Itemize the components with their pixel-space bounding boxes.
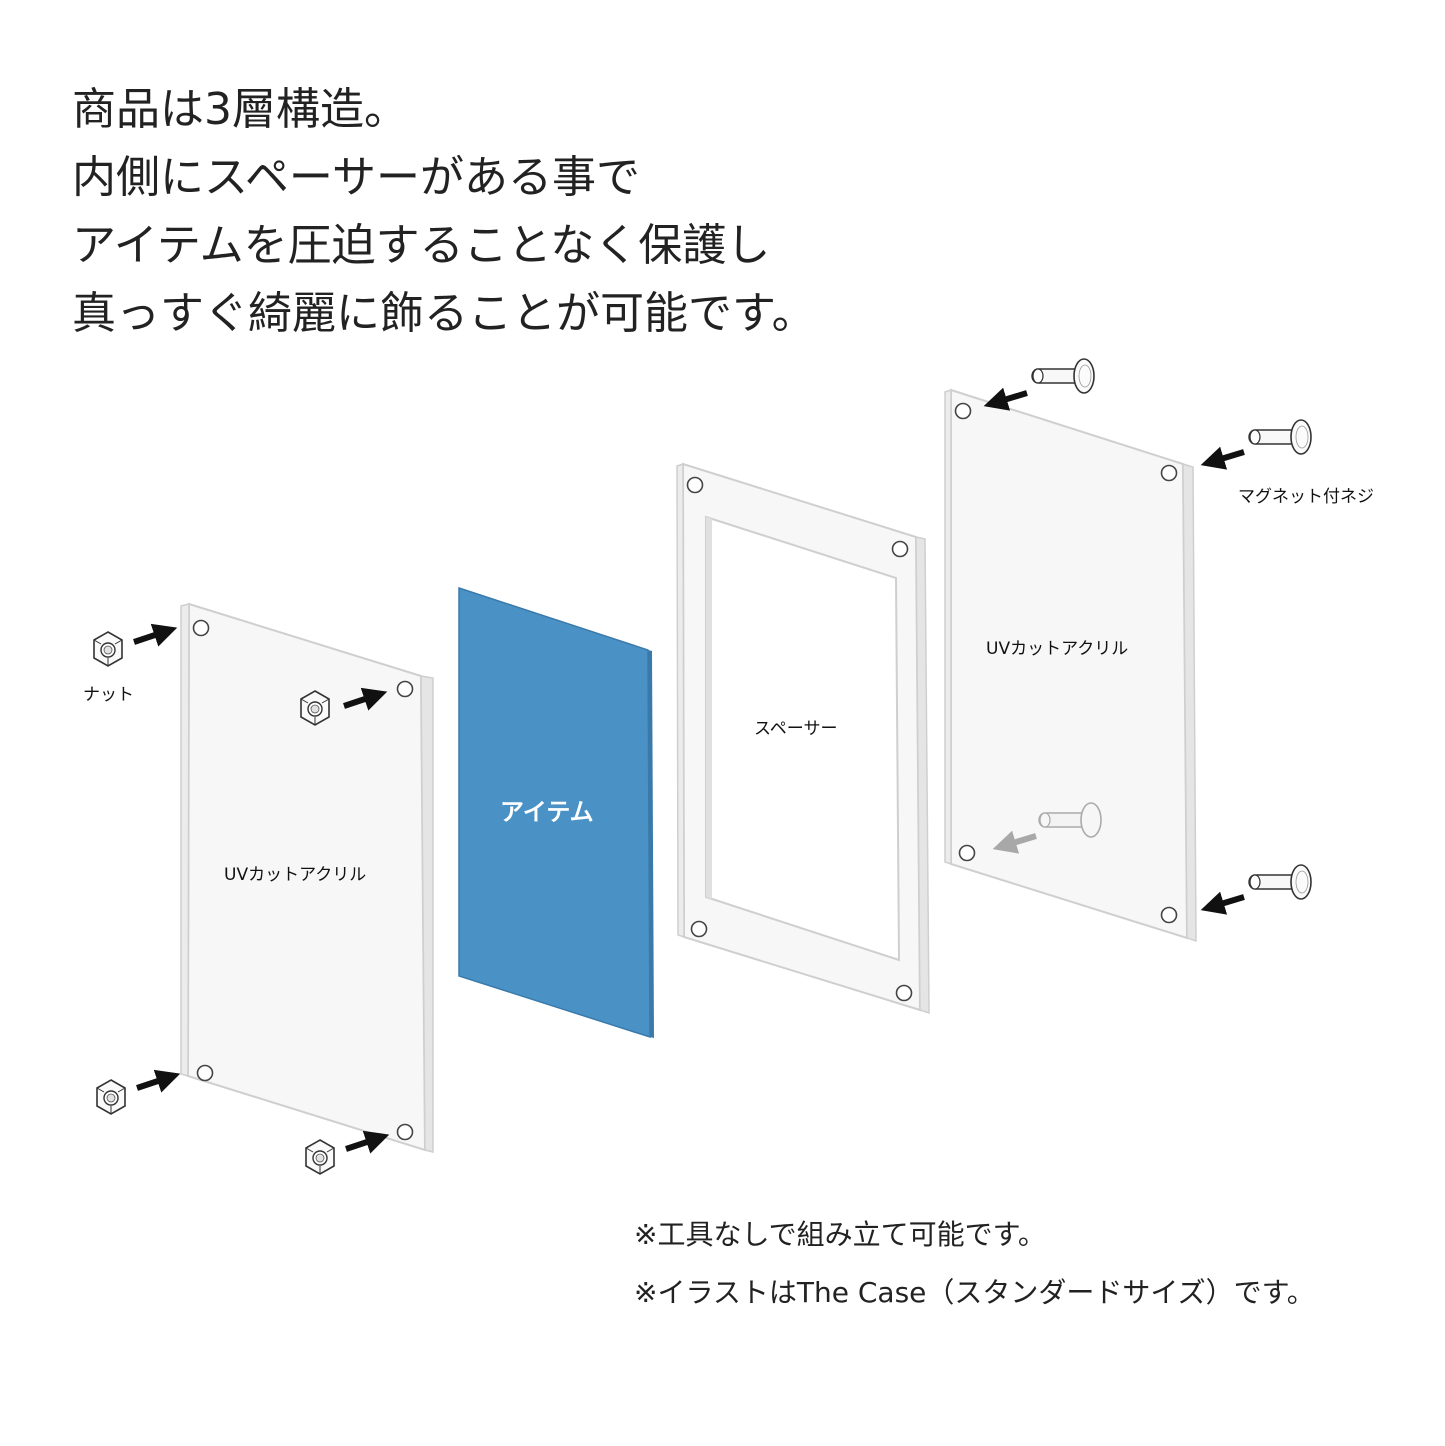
- headline-line-2: 内側にスペーサーがある事で: [72, 152, 641, 203]
- magnet-screw-assembly: [983, 358, 1312, 915]
- item-card: [458, 586, 654, 1039]
- screw-icon: [1248, 419, 1312, 455]
- front-acrylic-panel: [180, 602, 434, 1153]
- hole: [954, 402, 972, 420]
- nut-label: ナット: [83, 685, 134, 705]
- nut-icon: [96, 1079, 126, 1115]
- headline-line-1: 商品は3層構造。: [72, 84, 408, 135]
- hole: [1160, 464, 1178, 482]
- hole: [396, 680, 414, 698]
- arrow-icon: [983, 387, 1028, 411]
- screw-icon: [1248, 864, 1312, 900]
- headline-line-4: 真っすぐ綺麗に飾ることが可能です。: [72, 288, 816, 339]
- nut-icon: [305, 1139, 335, 1175]
- hole: [891, 540, 909, 558]
- item-label: アイテム: [500, 798, 594, 826]
- arrow-icon: [992, 830, 1037, 854]
- spacer-label: スペーサー: [754, 719, 838, 739]
- note-line-2: ※イラストはThe Case（スタンダードサイズ）です。: [634, 1276, 1315, 1309]
- arrow-icon: [133, 623, 178, 647]
- hole: [958, 844, 976, 862]
- arrow-icon: [136, 1069, 181, 1093]
- note-line-1: ※工具なしで組み立て可能です。: [634, 1218, 1046, 1251]
- hole: [895, 984, 913, 1002]
- hole: [396, 1123, 414, 1141]
- magnet-screw-label: マグネット付ネジ: [1238, 487, 1374, 507]
- spacer-frame: [676, 462, 930, 1015]
- back-acrylic-panel: [944, 388, 1197, 943]
- headline-line-3: アイテムを圧迫することなく保護し: [72, 220, 771, 271]
- nut-icon: [93, 631, 123, 667]
- hole: [1160, 906, 1178, 924]
- screw-icon: [1031, 358, 1095, 394]
- arrow-icon: [1200, 891, 1245, 915]
- arrow-icon: [1200, 446, 1245, 470]
- headline: 商品は3層構造。 内側にスペーサーがある事で アイテムを圧迫することなく保護し …: [72, 76, 816, 348]
- nut-assembly: [93, 623, 390, 1175]
- arrow-icon: [343, 687, 388, 711]
- hole: [192, 619, 210, 637]
- hole: [196, 1064, 214, 1082]
- nut-icon: [300, 690, 330, 726]
- front-acrylic-label: UVカットアクリル: [224, 865, 367, 885]
- hole: [690, 920, 708, 938]
- hole: [686, 476, 704, 494]
- arrow-icon: [345, 1130, 390, 1154]
- notes: ※工具なしで組み立て可能です。 ※イラストはThe Case（スタンダードサイズ…: [634, 1206, 1315, 1322]
- back-acrylic-label: UVカットアクリル: [986, 639, 1129, 659]
